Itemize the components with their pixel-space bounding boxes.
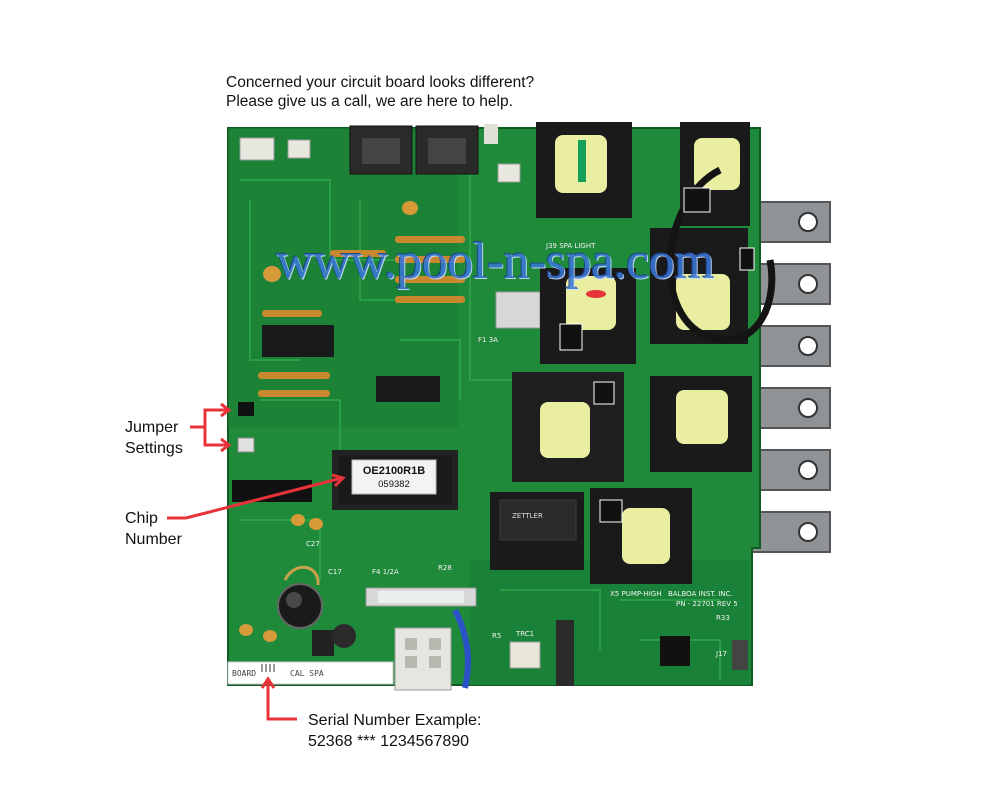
watermark-url: www.pool-n-spa.com <box>276 233 715 290</box>
chip-number-label: Chip Number <box>125 508 182 550</box>
triac-trc1 <box>509 641 541 669</box>
jumper-arrows <box>190 402 232 453</box>
strip-calspa-text: CAL SPA <box>290 669 324 678</box>
jumper-label-line-1: Jumper <box>125 419 179 436</box>
silk-mfr: BALBOA INST. INC. <box>668 590 733 598</box>
silk-r5: R5 <box>492 632 502 640</box>
resistor-bank <box>258 236 465 397</box>
bottom-connector <box>394 627 452 691</box>
chip-code: 059382 <box>378 479 410 490</box>
silk-r28: R28 <box>438 564 452 572</box>
serial-number-label: Serial Number Example: 52368 *** 1234567… <box>308 710 481 752</box>
silk-j39: J39 SPA LIGHT <box>546 242 596 250</box>
jumper-block-1 <box>238 402 254 416</box>
ic-2 <box>376 376 440 402</box>
silk-trc1: TRC1 <box>516 630 535 638</box>
black-wire <box>666 166 776 344</box>
silk-j17: J17 <box>716 650 727 658</box>
silk-r33: R33 <box>716 614 730 622</box>
silk-c17: C17 <box>328 568 342 576</box>
chip-label-line-2: Number <box>125 531 182 548</box>
jumper-settings-label: Jumper Settings <box>125 417 183 459</box>
serial-label-line-1: Serial Number Example: <box>308 712 482 729</box>
chip-sticker <box>351 459 437 495</box>
silk-pump: X5 PUMP-HIGH <box>610 590 662 598</box>
header-line-1: Concerned your circuit board looks diffe… <box>226 74 535 91</box>
header-note: Concerned your circuit board looks diffe… <box>226 73 534 111</box>
chip-arrow <box>167 473 346 520</box>
strip-board-text: BOARD <box>232 669 257 678</box>
silk-pn: PN - 22701 REV 5 <box>676 600 738 608</box>
chip-part-number: OE2100R1B <box>362 465 426 477</box>
jumper-label-line-2: Settings <box>125 440 183 457</box>
silk-relay-brand: ZETTLER <box>512 512 543 520</box>
rj-jack-1 <box>349 125 413 175</box>
heatsink-component <box>556 620 574 686</box>
serial-label-line-2: 52368 *** 1234567890 <box>308 733 470 750</box>
silk-c27: C27 <box>306 540 320 548</box>
silk-fuse1: F1 3A <box>478 336 498 344</box>
silk-fuse4: F4 1/2A <box>372 568 399 576</box>
jumper-block-2 <box>237 437 255 453</box>
regulator <box>312 630 334 656</box>
header-line-2: Please give us a call, we are here to he… <box>226 93 513 110</box>
fuse-f1 <box>495 291 541 329</box>
small-connector-3 <box>497 163 521 183</box>
chip-label: OE2100R1B 059382 <box>352 464 436 492</box>
small-connector-2 <box>287 139 311 159</box>
ic-1 <box>262 325 334 357</box>
small-connector <box>239 137 275 161</box>
serial-arrow <box>260 676 297 721</box>
chip-label-line-1: Chip <box>125 510 158 527</box>
ic-connector-strip <box>232 480 312 502</box>
electrolytic-capacitor <box>277 583 323 629</box>
relays <box>490 122 752 584</box>
